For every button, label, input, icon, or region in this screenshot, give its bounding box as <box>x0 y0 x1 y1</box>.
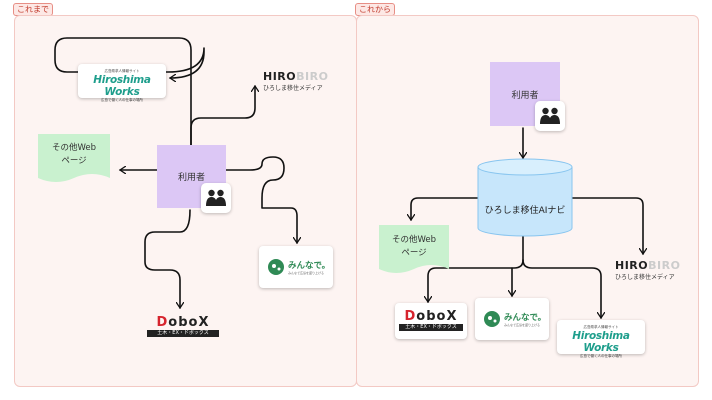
minnade-subtitle-after: みんなで広島を盛り上げる <box>504 323 541 327</box>
user-label: 利用者 <box>177 173 205 183</box>
hiroshima-works-title-after: Hiroshima Works <box>572 330 630 354</box>
dobox-title-after: DoboX <box>404 309 458 324</box>
arrow-to-dobox <box>144 209 191 308</box>
people-icon-after <box>535 101 565 131</box>
arrow-hub-to-hirobiro <box>571 197 643 254</box>
hiroshima-works-logo-card-after[interactable]: 広島県求人情報サイト Hiroshima Works 広島で働く人の仕事の場所 <box>557 320 645 358</box>
leaf-logo-icon-after <box>484 311 500 327</box>
minnade-title: みんなで。 <box>288 261 331 271</box>
hirobiro-subtitle: ひろしま移住メディア <box>263 85 323 92</box>
arrow-to-hirobiro <box>190 86 255 146</box>
hiroshima-works-logo-card[interactable]: 広島県求人情報サイト Hiroshima Works 広島で働く人の仕事の場所 <box>78 64 166 102</box>
dobox-subtitle-after: 土木・EX・ドボックス <box>399 324 463 331</box>
dobox-subtitle: 土木・EX・ドボックス <box>147 330 219 337</box>
arrow-to-works-after <box>522 259 601 318</box>
ai-navi-hub[interactable]: ひろしま移住AIナビ <box>477 158 573 238</box>
ai-navi-label: ひろしま移住AIナビ <box>484 206 566 216</box>
hirobiro-subtitle-after: ひろしま移住メディア <box>615 274 675 281</box>
dobox-logo-card-after[interactable]: DoboX 土木・EX・ドボックス <box>395 303 467 339</box>
minnade-logo-card[interactable]: みんなで。 みんなで広島を盛り上げる <box>259 246 333 288</box>
arrow-to-dobox-after <box>428 259 524 302</box>
people-icon <box>201 183 231 213</box>
hirobiro-logo-card-after[interactable]: HIROBIRO ひろしま移住メディア <box>615 258 681 286</box>
minnade-title-after: みんなで。 <box>504 313 547 323</box>
hirobiro-logo-card[interactable]: HIROBIRO ひろしま移住メディア <box>263 69 329 97</box>
minnade-logo-card-after[interactable]: みんなで。 みんなで広島を盛り上げる <box>475 298 549 340</box>
hiroshima-works-tagline-after: 広島で働く人の仕事の場所 <box>580 354 622 358</box>
dobox-title: DoboX <box>156 315 210 330</box>
arrow-to-minnade <box>225 156 297 243</box>
hirobiro-title-after: HIROBIRO <box>615 259 681 272</box>
other-web-page-shape-after <box>379 225 449 273</box>
other-web-page-shape <box>38 134 110 182</box>
hiroshima-works-title: Hiroshima Works <box>93 74 151 98</box>
hiroshima-works-caption-after: 広島県求人情報サイト <box>583 325 619 329</box>
leaf-logo-icon <box>268 259 284 275</box>
hiroshima-works-caption: 広島県求人情報サイト <box>104 69 140 73</box>
dobox-logo-card[interactable]: DoboX 土木・EX・ドボックス <box>147 314 219 344</box>
hirobiro-title: HIROBIRO <box>263 70 329 83</box>
user-label-after: 利用者 <box>511 90 539 101</box>
arrow-to-hiroshima-works <box>54 37 205 146</box>
arrow-hub-to-other-web <box>411 197 479 220</box>
minnade-subtitle: みんなで広島を盛り上げる <box>288 271 325 275</box>
ai-navi-cylinder <box>477 158 573 237</box>
hiroshima-works-tagline: 広島で働く人の仕事の場所 <box>101 98 143 102</box>
